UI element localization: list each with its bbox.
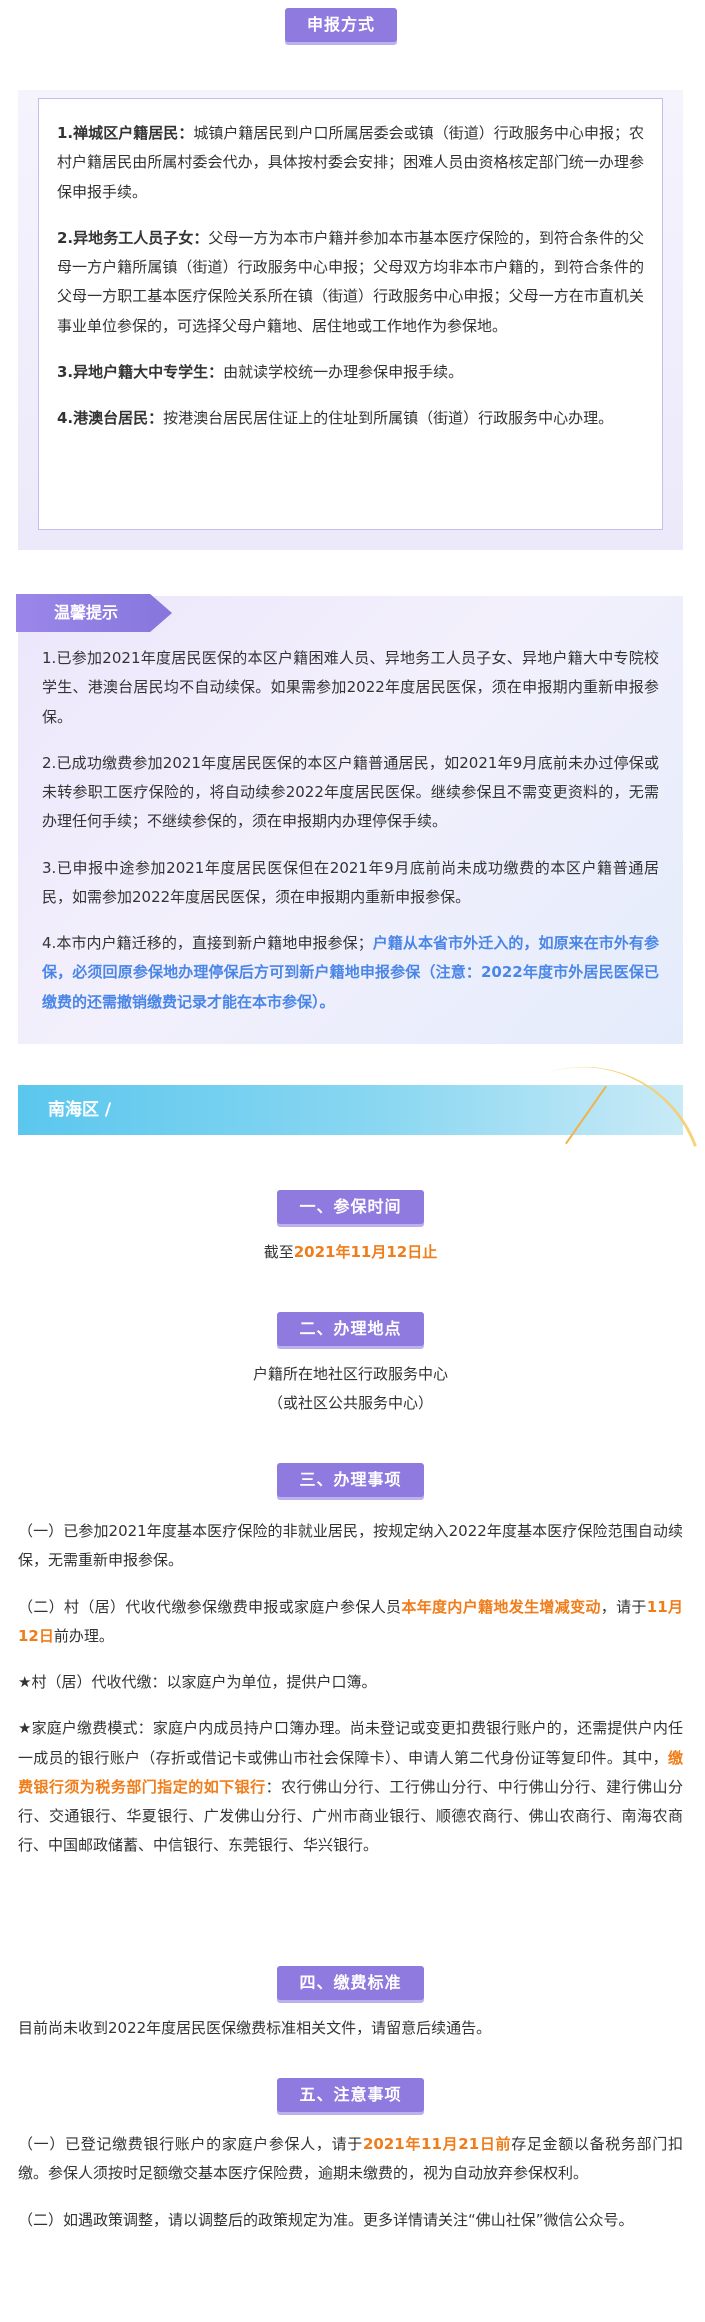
notes-body: （一）已登记缴费银行账户的家庭户参保人，请于2021年11月21日前存足金额以备… — [18, 2130, 683, 2235]
tip-4-highlight: 户籍从本省市外迁入的，如原来在市外有参保，必须回原参保地办理停保后方可到新户籍地… — [42, 934, 659, 1011]
tips-panel: 温馨提示 1.已参加2021年度居民医保的本区户籍困难人员、异地务工人员子女、异… — [16, 594, 683, 1044]
section-notes: 五、注意事项 （一）已登记缴费银行账户的家庭户参保人，请于2021年11月21日… — [18, 2078, 683, 2252]
district-name: 南海区 / — [48, 1100, 112, 1120]
procedures-body: （一）已参加2021年度基本医疗保险的非就业居民，按规定纳入2022年度基本医疗… — [18, 1517, 683, 1861]
declare-item-4-label: 4.港澳台居民： — [57, 409, 164, 427]
tip-4: 4.本市内户籍迁移的，直接到新户籍地申报参保；户籍从本省市外迁入的，如原来在市外… — [42, 929, 659, 1017]
note-2: （二）如遇政策调整，请以调整后的政策规定为准。更多详情请关注“佛山社保”微信公众… — [18, 2210, 634, 2229]
declare-item-4: 4.港澳台居民：按港澳台居民居住证上的住址到所属镇（街道）行政服务中心办理。 — [57, 404, 644, 433]
fee-standard-heading: 四、缴费标准 — [277, 1966, 424, 2000]
location-line-1: 户籍所在地社区行政服务中心 — [252, 1365, 448, 1383]
decorative-arc — [543, 1033, 697, 1187]
section-fee-standard: 四、缴费标准 目前尚未收到2022年度居民医保缴费标准相关文件，请留意后续通告。 — [18, 1966, 683, 2043]
declare-item-4-text: 按港澳台居民居住证上的住址到所属镇（街道）行政服务中心办理。 — [163, 409, 614, 427]
procedure-2-highlight: 本年度内户籍地发生增减变动 — [401, 1597, 601, 1616]
section-procedures: 三、办理事项 （一）已参加2021年度基本医疗保险的非就业居民，按规定纳入202… — [18, 1463, 683, 1878]
procedure-4-highlight: 缴费银行须为税务部门指定的如下银行 — [18, 1748, 683, 1796]
section-location: 二、办理地点 户籍所在地社区行政服务中心 （或社区公共服务中心） — [18, 1312, 683, 1419]
location-heading: 二、办理地点 — [277, 1312, 424, 1346]
declare-box: 1.禅城区户籍居民：城镇户籍居民到户口所属居委会或镇（街道）行政服务中心申报；农… — [38, 98, 663, 530]
procedure-4: ★家庭户缴费模式：家庭户内成员持户口簿办理。尚未登记或变更扣费银行账户的，还需提… — [18, 1714, 683, 1860]
section-enroll-time: 一、参保时间 截至2021年11月12日止 — [18, 1190, 683, 1267]
declare-item-2-label: 2.异地务工人员子女： — [57, 228, 209, 247]
note-1-deadline: 2021年11月21日前 — [362, 2135, 512, 2153]
district-banner: 南海区 / — [18, 1085, 683, 1135]
declare-method-heading: 申报方式 — [285, 8, 398, 42]
declare-item-3: 3.异地户籍大中专学生：由就读学校统一办理参保申报手续。 — [57, 358, 644, 387]
procedure-4-a: ★家庭户缴费模式：家庭户内成员持户口簿办理。尚未登记或变更扣费银行账户的，还需提… — [18, 1719, 683, 1767]
procedure-2-a: （二）村（居）代收代缴参保缴费申报或家庭户参保人员 — [18, 1597, 402, 1616]
declare-item-3-label: 3.异地户籍大中专学生： — [57, 362, 224, 381]
declare-panel: 1.禅城区户籍居民：城镇户籍居民到户口所属居委会或镇（街道）行政服务中心申报；农… — [18, 90, 683, 550]
procedure-3: ★村（居）代收代缴：以家庭户为单位，提供户口簿。 — [18, 1673, 377, 1691]
declare-item-3-text: 由就读学校统一办理参保申报手续。 — [223, 362, 464, 381]
enroll-time-text: 截至2021年11月12日止 — [18, 1238, 683, 1267]
procedure-2-date: 11月12日 — [18, 1597, 683, 1645]
declare-item-1-text: 城镇户籍居民到户口所属居委会或镇（街道）行政服务中心申报；农村户籍居民由所属村委… — [57, 124, 644, 201]
tips-heading: 温馨提示 — [16, 594, 172, 632]
enroll-deadline: 2021年11月12日止 — [293, 1243, 438, 1261]
tip-4-plain: 4.本市内户籍迁移的，直接到新户籍地申报参保； — [42, 934, 373, 952]
note-1: （一）已登记缴费银行账户的家庭户参保人，请于2021年11月21日前存足金额以备… — [18, 2130, 683, 2189]
notes-heading: 五、注意事项 — [277, 2078, 424, 2112]
tip-2: 2.已成功缴费参加2021年度居民医保的本区户籍普通居民，如2021年9月底前未… — [42, 753, 659, 831]
enroll-time-heading: 一、参保时间 — [277, 1190, 424, 1224]
declare-item-2: 2.异地务工人员子女：父母一方为本市户籍并参加本市基本医疗保险的，到符合条件的父… — [57, 224, 644, 341]
tip-3: 3.已申报中途参加2021年度居民医保但在2021年9月底前尚未成功缴费的本区户… — [42, 858, 659, 906]
procedure-1: （一）已参加2021年度基本医疗保险的非就业居民，按规定纳入2022年度基本医疗… — [18, 1522, 683, 1570]
procedure-2-c: 前办理。 — [53, 1626, 114, 1645]
declare-item-1: 1.禅城区户籍居民：城镇户籍居民到户口所属居委会或镇（街道）行政服务中心申报；农… — [57, 119, 644, 207]
procedures-heading: 三、办理事项 — [277, 1463, 424, 1497]
location-line-2: （或社区公共服务中心） — [267, 1394, 433, 1413]
procedure-2-b: ，请于 — [600, 1597, 647, 1616]
note-1-b: 存足金额以备税务部门扣缴。参保人须按时足额缴交基本医疗保险费，逾期未缴费的，视为… — [18, 2135, 683, 2183]
tip-1: 1.已参加2021年度居民医保的本区户籍困难人员、异地务工人员子女、异地户籍大中… — [42, 649, 659, 726]
note-1-a: （一）已登记缴费银行账户的家庭户参保人，请于 — [18, 2135, 363, 2153]
enroll-time-prefix: 截至 — [263, 1243, 294, 1261]
procedure-4-b: ：农行佛山分行、工行佛山分行、中行佛山分行、建行佛山分行、交通银行、华夏银行、广… — [18, 1777, 683, 1855]
procedure-2: （二）村（居）代收代缴参保缴费申报或家庭户参保人员本年度内户籍地发生增减变动，请… — [18, 1593, 683, 1652]
declare-item-1-label: 1.禅城区户籍居民： — [57, 124, 194, 142]
declare-item-2-text: 父母一方为本市户籍并参加本市基本医疗保险的，到符合条件的父母一方户籍所属镇（街道… — [57, 228, 644, 335]
tips-body: 1.已参加2021年度居民医保的本区户籍困难人员、异地务工人员子女、异地户籍大中… — [42, 644, 659, 1034]
fee-standard-text: 目前尚未收到2022年度居民医保缴费标准相关文件，请留意后续通告。 — [18, 2019, 492, 2037]
